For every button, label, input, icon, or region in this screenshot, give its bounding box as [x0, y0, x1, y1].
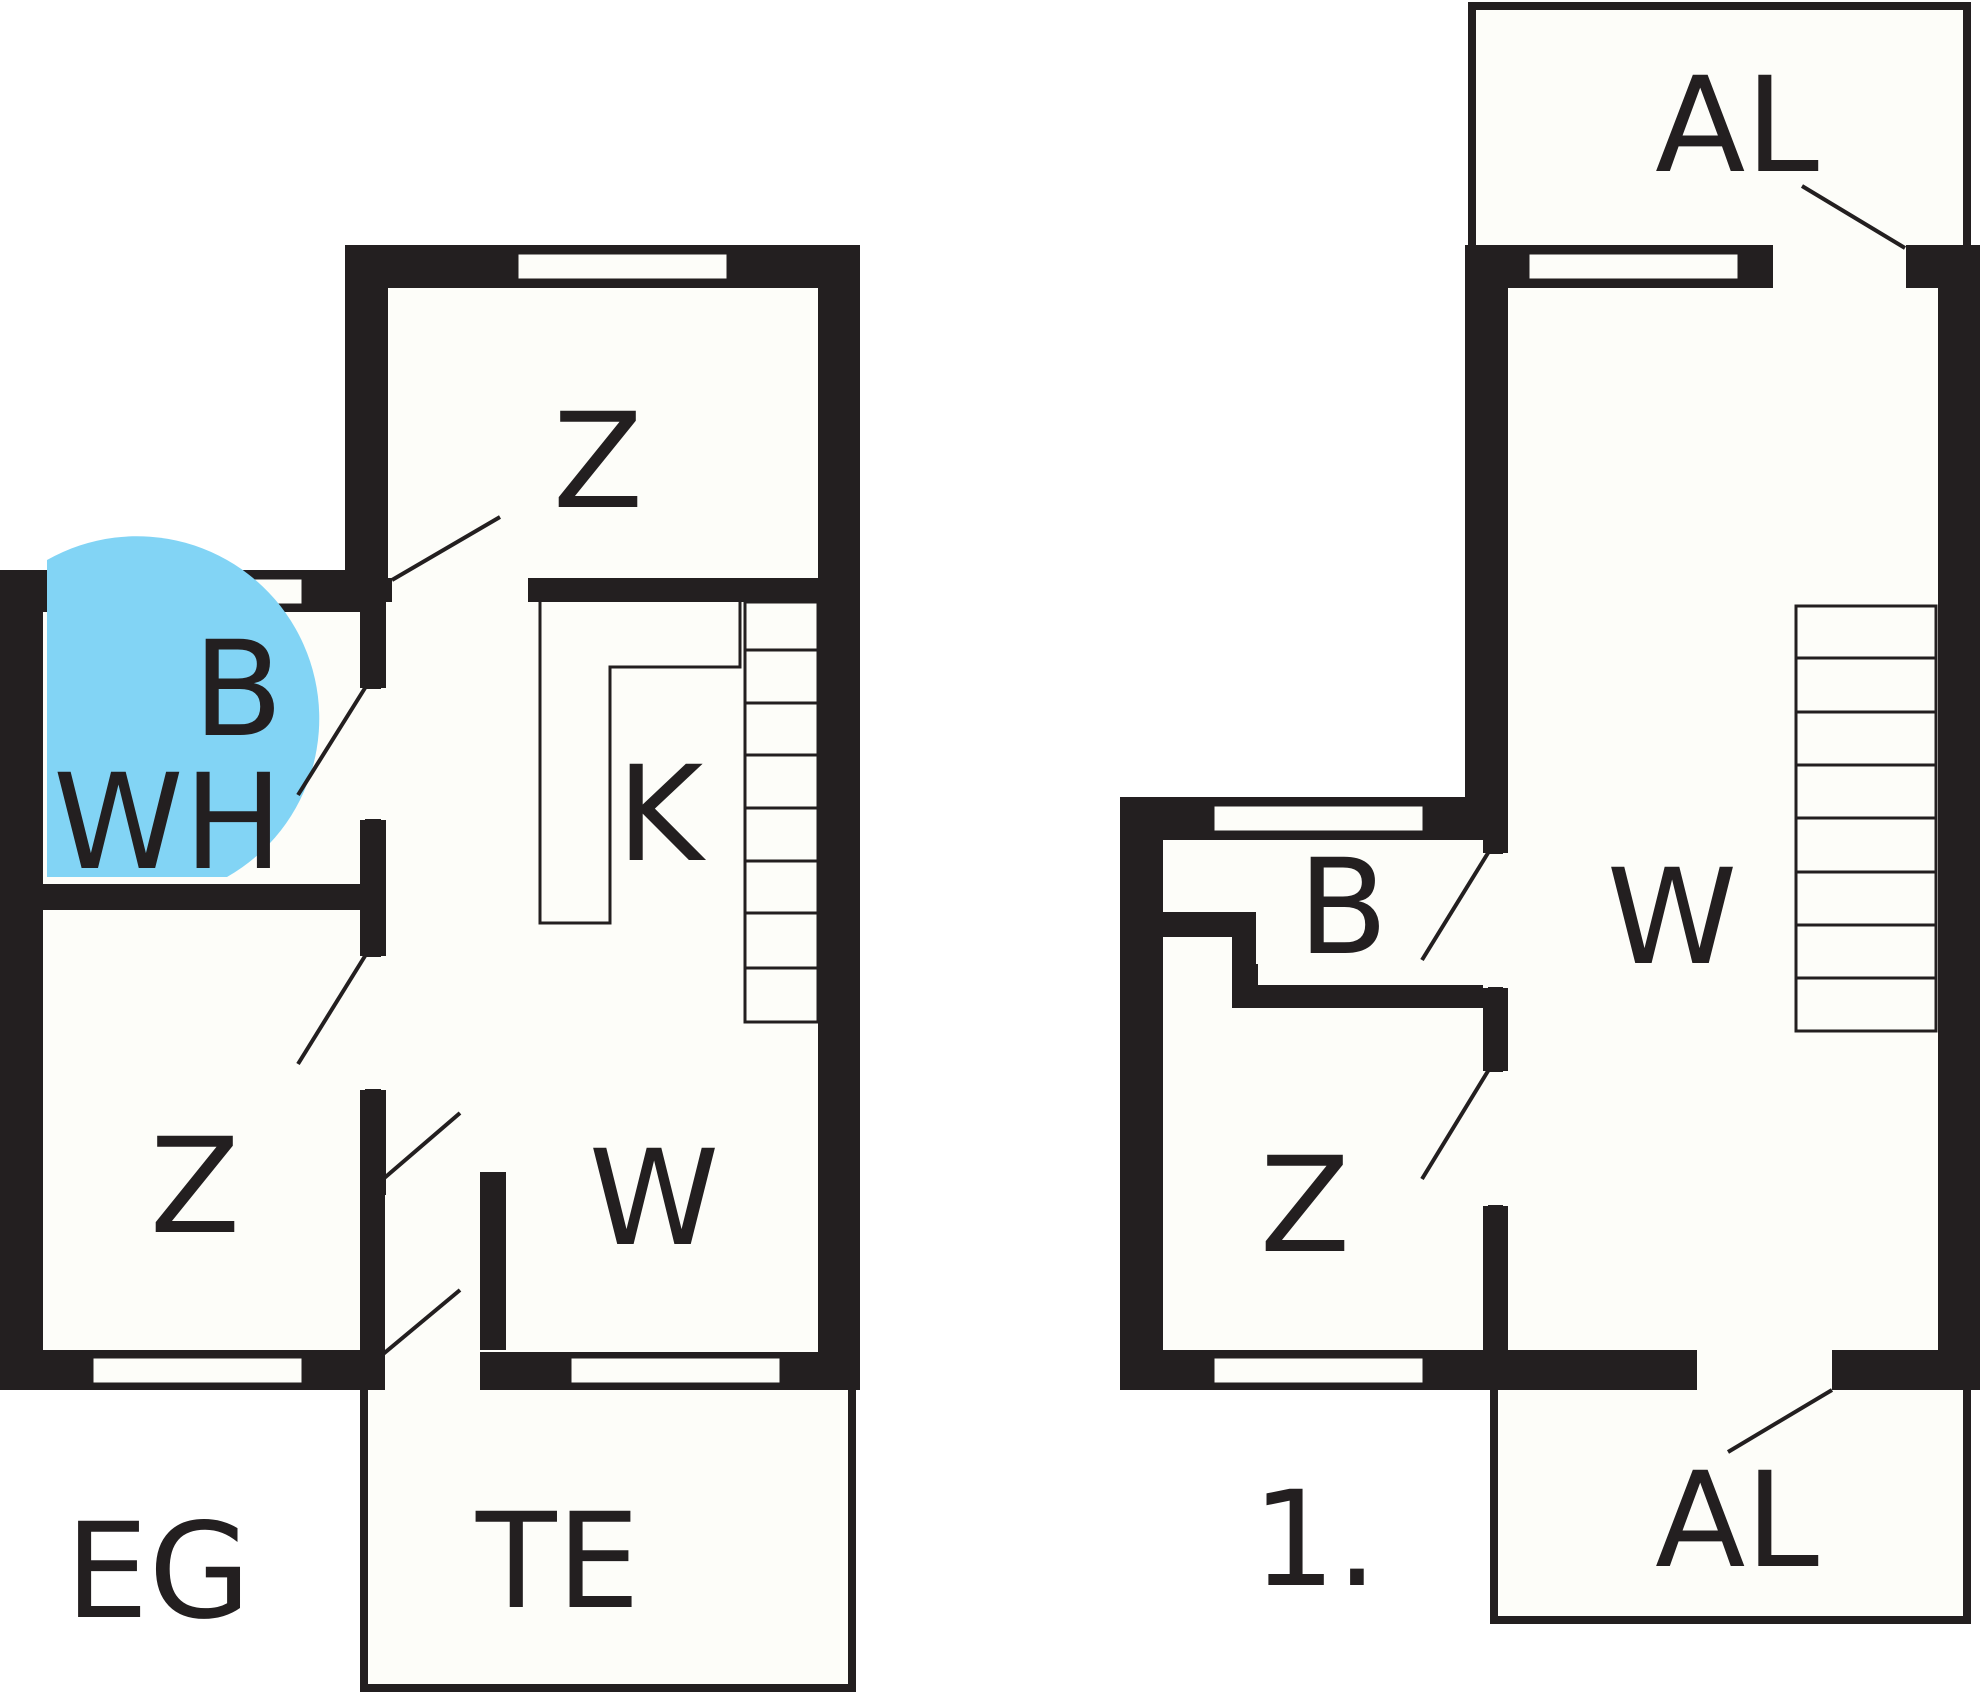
door-opening-b	[360, 688, 386, 820]
room-al-top-label: AL	[1655, 49, 1819, 203]
room-w-label: W	[1607, 841, 1738, 995]
window-b	[1211, 803, 1426, 834]
wall-hall-top-stub	[382, 578, 392, 602]
balcony-door-top	[1773, 245, 1906, 288]
window-z-left	[90, 1355, 305, 1386]
wall-b-z-divider	[1163, 912, 1483, 1008]
door-opening-z	[1483, 1071, 1508, 1206]
room-w-label: W	[589, 1122, 720, 1276]
room-z-left-area	[43, 910, 360, 1350]
ground-door-openings	[360, 578, 528, 1390]
room-z-label: Z	[1260, 1129, 1350, 1283]
ground-staircase	[743, 600, 820, 1024]
room-z-top-label: Z	[553, 385, 643, 539]
first-staircase	[1794, 604, 1938, 1033]
first-floor-label: 1.	[1252, 1463, 1378, 1617]
balcony-top-area	[1472, 6, 1967, 246]
kitchen-counter	[538, 602, 742, 925]
room-b-label: B	[1298, 831, 1389, 985]
window-z	[1211, 1355, 1426, 1386]
room-k-label: K	[617, 738, 707, 892]
wall-hall-top	[528, 578, 818, 602]
first-floor-plan	[1120, 2, 1980, 1624]
ground-door-jambs	[365, 687, 381, 1091]
window-w	[568, 1355, 783, 1386]
wall-vestibule-partition	[480, 1172, 506, 1350]
door-opening-z-left	[360, 956, 386, 1090]
first-interior-walls	[1163, 828, 1508, 1350]
bathtub-icon	[47, 536, 320, 877]
ground-floor-plan	[0, 245, 860, 1692]
wall-left-partition-1	[360, 600, 386, 688]
door-opening-balcony-bottom	[1697, 1350, 1832, 1390]
door-opening-entrance	[385, 1348, 480, 1390]
room-wh-label: WH	[53, 746, 283, 900]
wall-left-partition-3	[360, 1090, 386, 1195]
room-z-left-label: Z	[150, 1110, 240, 1264]
ground-interior-walls	[43, 578, 818, 1350]
room-b-lower-area	[1258, 912, 1483, 985]
first-windows	[1211, 251, 1741, 1386]
wall-partition-3	[1483, 1206, 1508, 1350]
window-z-top	[515, 251, 730, 282]
door-opening-b	[1483, 853, 1508, 988]
room-te-label: TE	[475, 1485, 640, 1639]
terrace-area	[360, 1390, 855, 1690]
wall-partition-1	[1483, 828, 1508, 853]
window-w	[1526, 251, 1741, 282]
room-z-area	[1163, 937, 1483, 1350]
first-door-swings	[1420, 184, 1907, 1454]
room-z-top-area	[388, 288, 818, 578]
door-opening-hall-vestibule	[386, 1195, 480, 1355]
first-room-labels: AL W B Z AL	[1260, 49, 1819, 1598]
ground-door-swings	[296, 515, 502, 1357]
door-opening-z-top	[392, 578, 528, 600]
wall-b-z-divider	[43, 884, 360, 910]
balcony-bottom-area	[1490, 1390, 1970, 1623]
first-door-jambs	[1488, 852, 1503, 1207]
balcony-bottom-outline	[1490, 1390, 1971, 1624]
balcony-top-outline	[1468, 2, 1971, 246]
wall-partition-2	[1483, 988, 1508, 1071]
room-al-bottom-label: AL	[1655, 1444, 1819, 1598]
room-b-label: B	[193, 613, 284, 767]
ground-room-labels: Z B WH K Z W TE	[53, 385, 719, 1639]
first-door-openings	[1483, 853, 1832, 1390]
terrace-outline	[360, 1390, 856, 1692]
wall-left-partition-2	[360, 820, 386, 956]
ground-floor-label: EG	[65, 1495, 251, 1649]
